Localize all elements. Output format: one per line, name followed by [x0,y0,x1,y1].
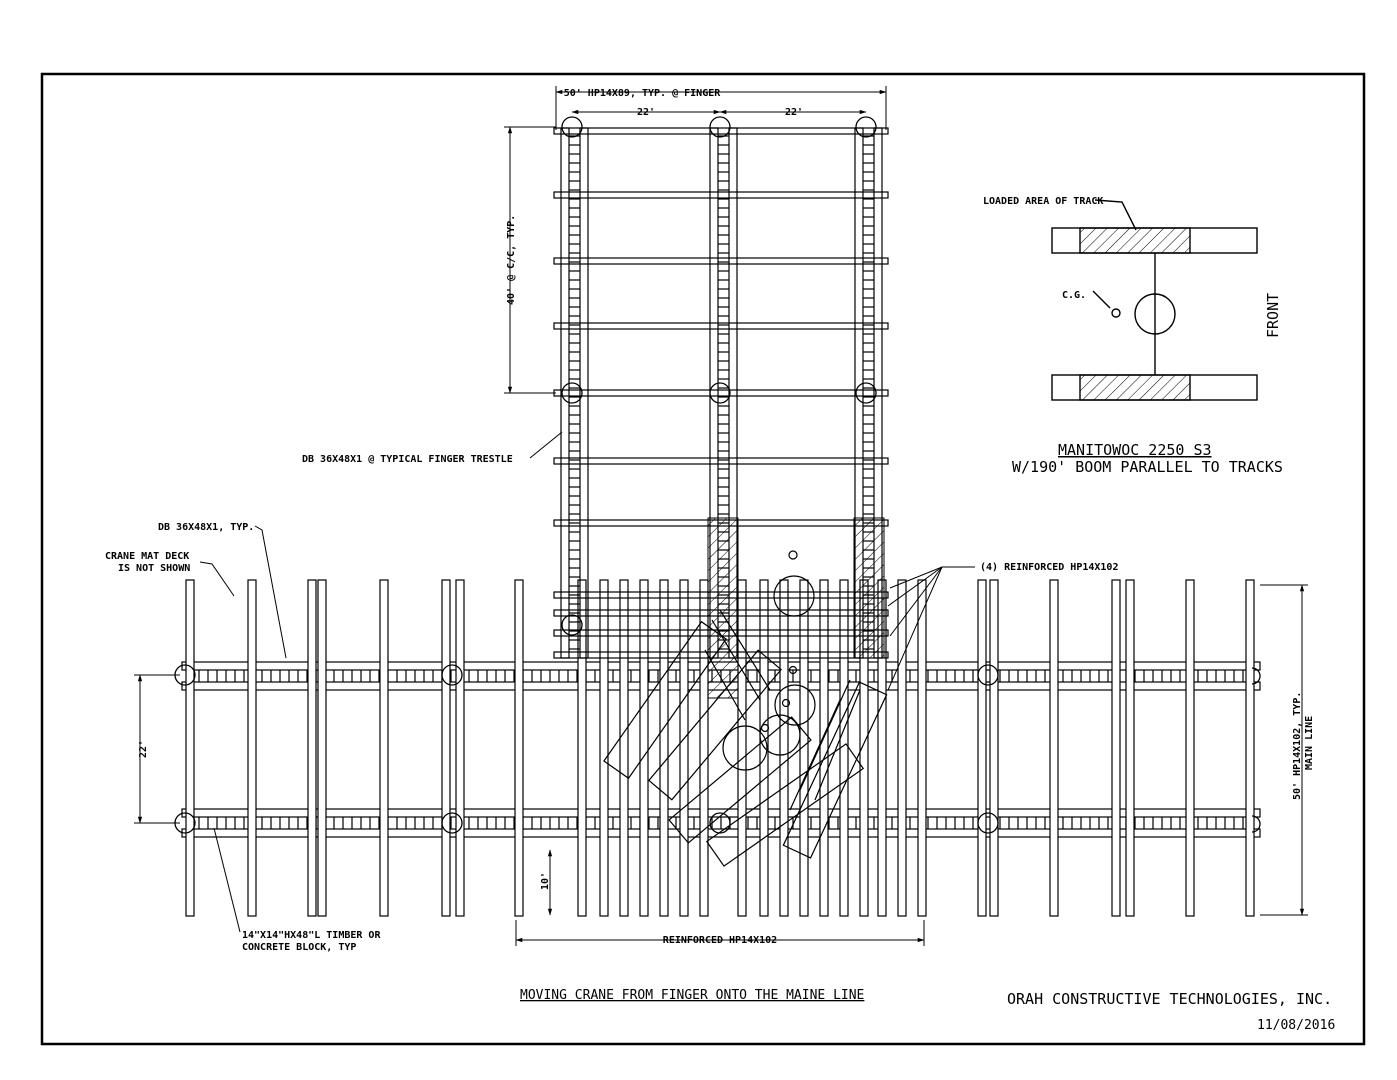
timber-note-2: CONCRETE BLOCK, TYP [242,942,356,953]
hatched-reinforced-zones [707,517,885,699]
timber-note-1: 14"X14"HX48"L TIMBER OR [242,930,381,941]
crane-path-footprints [603,550,888,867]
drawing-date: 11/08/2016 [1257,1018,1335,1033]
db-typ-note: DB 36X48X1, TYP. [158,522,254,533]
crane-mat-note-1: CRANE MAT DECK [105,551,189,562]
pile-dim: 10' [540,872,551,890]
leader-lines [199,431,975,933]
pile-circles [174,116,1261,834]
crane-mat-timbers [185,579,1255,917]
main-gap-dim: 22' [138,740,149,758]
sheet-border [40,72,1366,1046]
crane-mat-note-2: IS NOT SHOWN [118,563,190,574]
finger-bay-dim-right: 22' [785,107,803,118]
loaded-area-label: LOADED AREA OF TRACK [983,196,1103,207]
reinforced-note: (4) REINFORCED HP14X102 [980,562,1118,573]
finger-trestle-note: DB 36X48X1 @ TYPICAL FINGER TRESTLE [302,454,513,465]
finger-bay-dim-left: 22' [637,107,655,118]
crane-boom: W/190' BOOM PARALLEL TO TRACKS [1012,458,1283,476]
drawing-title: MOVING CRANE FROM FINGER ONTO THE MAINE … [520,988,864,1003]
crane-plan-inset [1051,199,1258,401]
bottom-dim: REINFORCED HP14X102 [663,935,777,946]
crane-model: MANITOWOC 2250 S3 [1058,441,1212,459]
main-line-dim-1: 50' HP14X102, TYP. [1292,692,1303,800]
finger-spacing-dim: 40' @ C/C, TYP. [506,215,517,305]
finger-width-dim: 50' HP14X89, TYP. @ FINGER [564,88,722,99]
company-name: ORAH CONSTRUCTIVE TECHNOLOGIES, INC. [1007,990,1332,1008]
cg-label: C.G. [1062,290,1086,301]
front-label: FRONT [1264,293,1282,338]
dimension-lines [134,86,1308,946]
main-line-dim-2: MAIN LINE [1304,716,1315,770]
